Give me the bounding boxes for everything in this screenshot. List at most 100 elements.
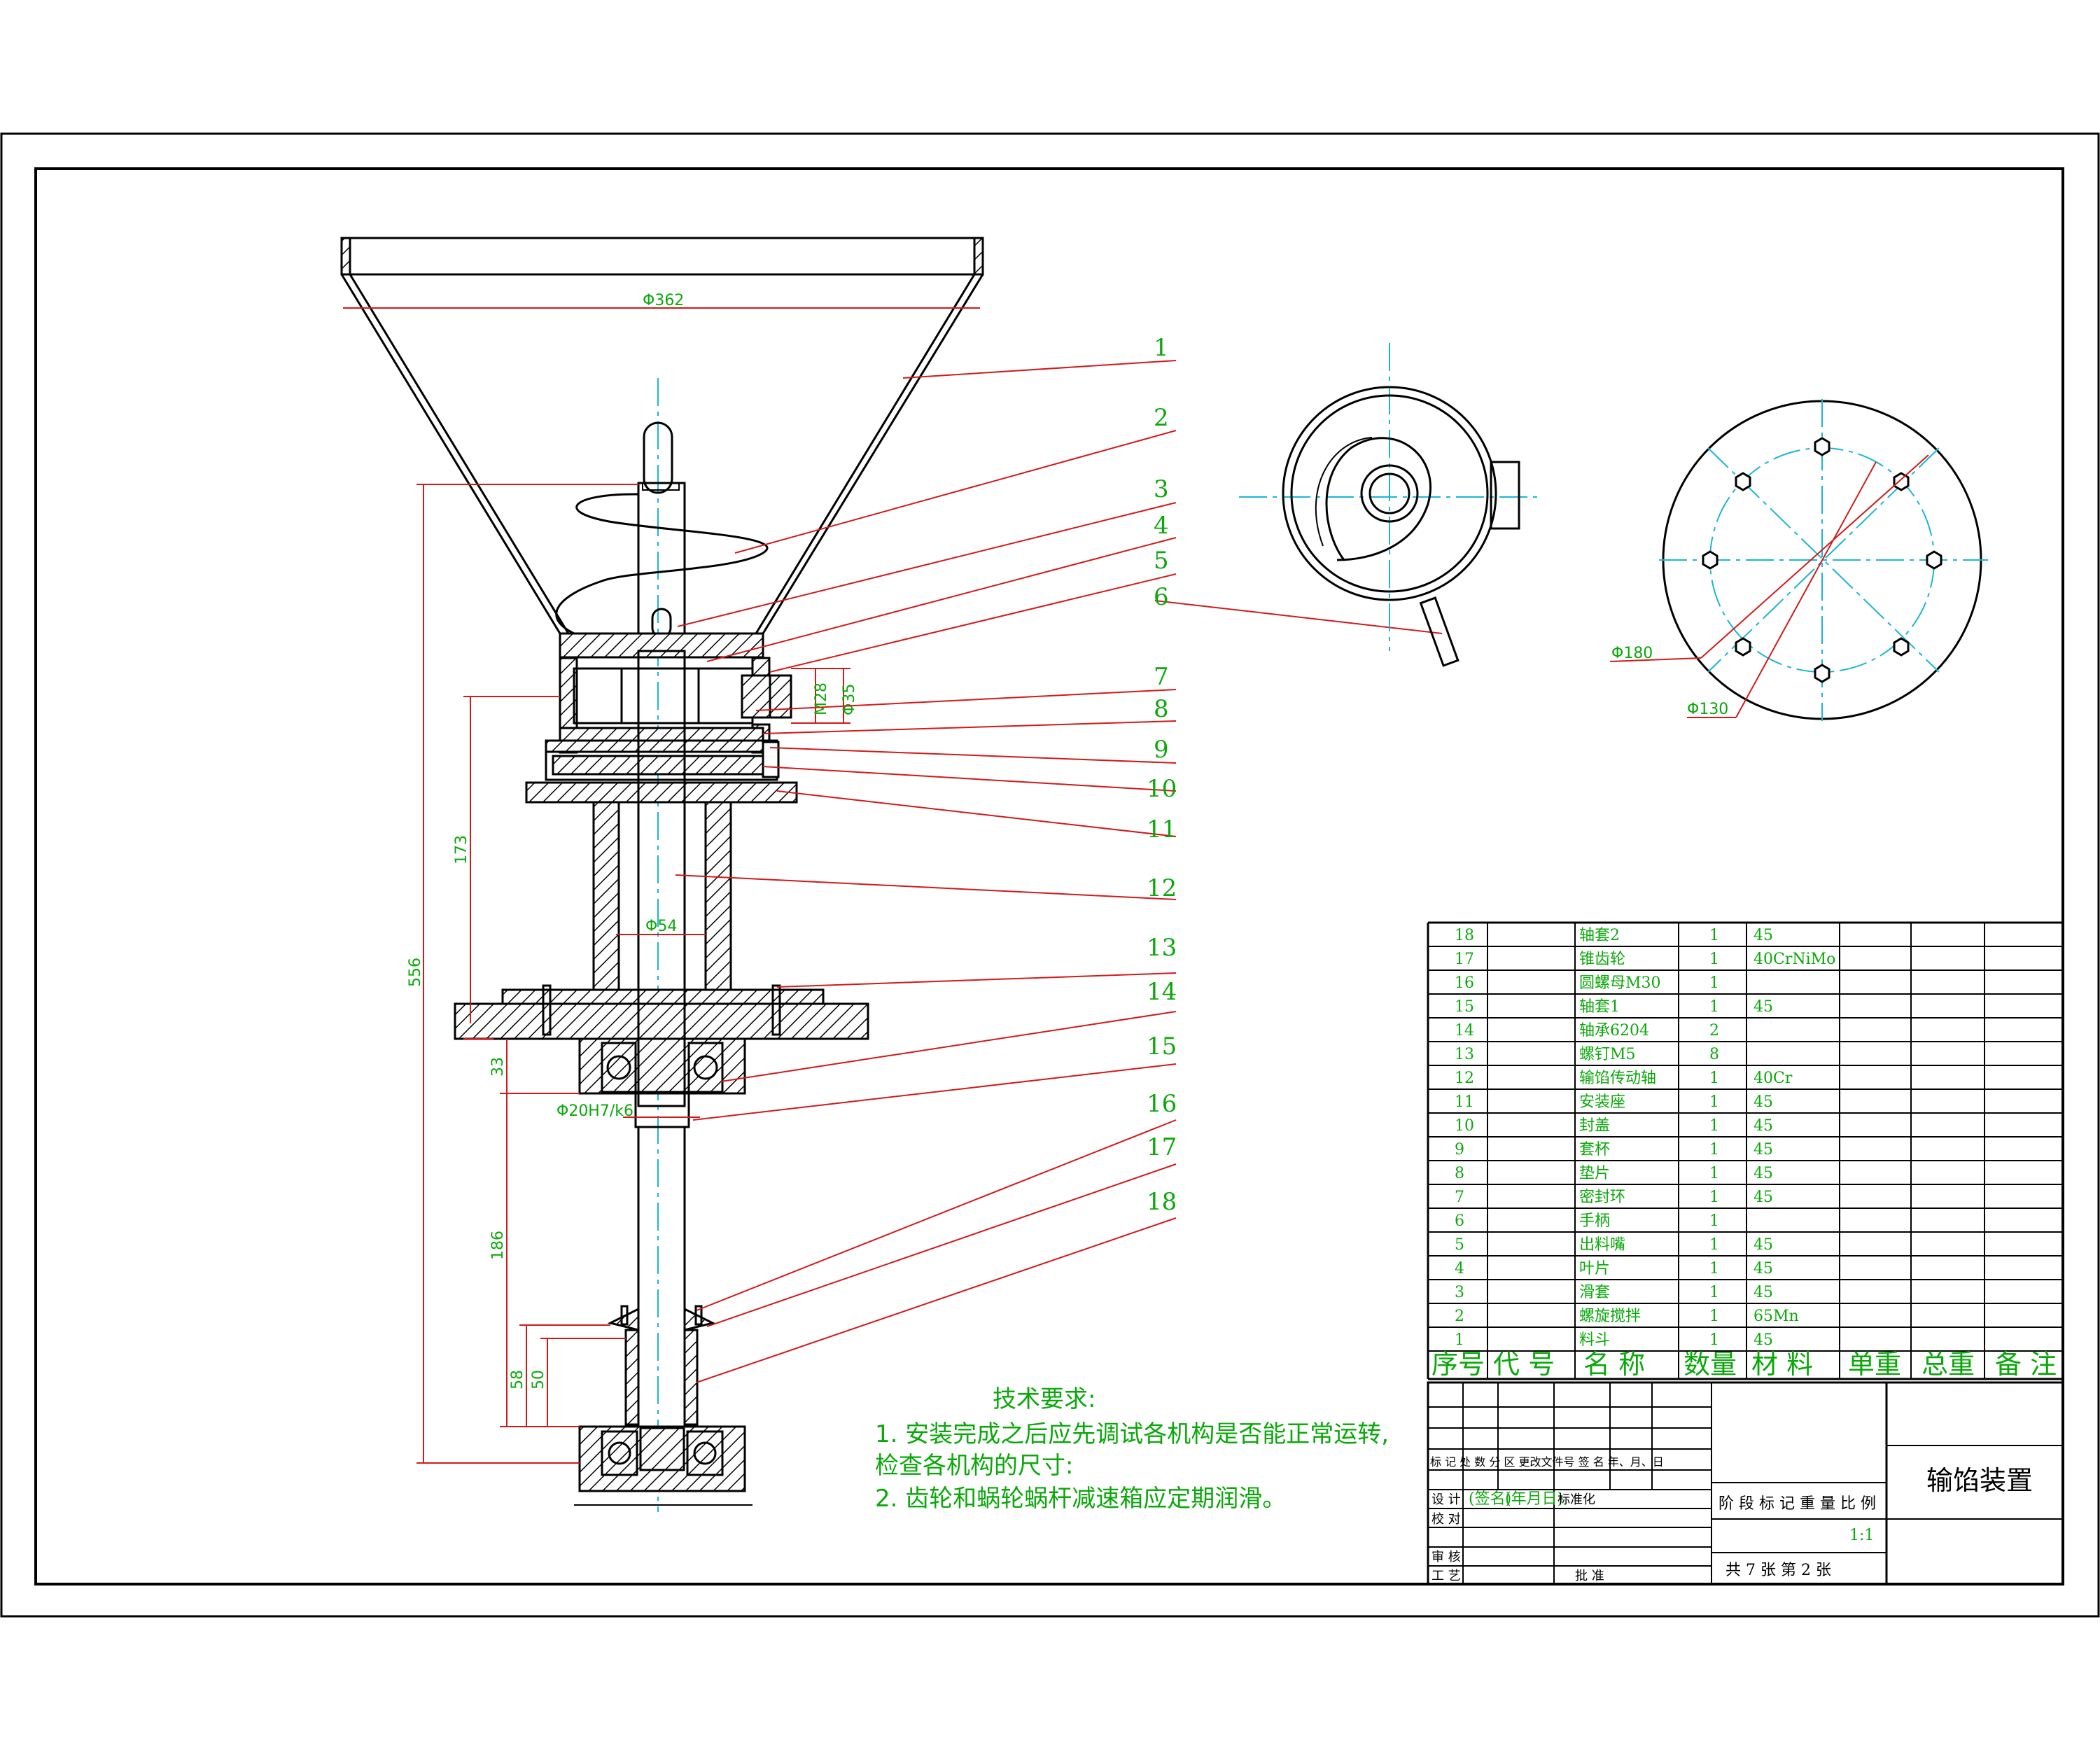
bom-row-material: 45 (1754, 1189, 1773, 1206)
notes-line1: 1. 安装完成之后应先调试各机构是否能正常运转, (875, 1420, 1389, 1448)
bom-row-qty: 1 (1709, 1212, 1719, 1230)
callout-5: 5 (1154, 547, 1169, 575)
bom-row-name: 轴套1 (1579, 998, 1620, 1016)
title-block: 输馅装置 1:1 阶 段 标 记 重 量 比 例 共 7 张 第 2 张 标 记… (1427, 1381, 2064, 1586)
callout-2: 2 (1154, 404, 1169, 432)
bom-row-material: 45 (1754, 1236, 1773, 1254)
bom-row-no: 10 (1455, 1117, 1474, 1135)
callout-9: 9 (1154, 736, 1169, 764)
bom-row-name: 料斗 (1579, 1331, 1610, 1349)
bearing-ball-right (693, 1055, 718, 1080)
callout-6: 6 (1154, 583, 1169, 611)
main-section-view: Φ362 Φ54 Φ20H7/k6 556 173 33 186 58 50 M… (340, 237, 1443, 1512)
bom-header-cell: 总重 (1921, 1349, 1975, 1380)
bom-row-name: 圆螺母M30 (1579, 974, 1661, 992)
dim-58: 58 (509, 1370, 526, 1390)
bom-row-material: 40CrNiMo (1754, 951, 1835, 968)
callout-8: 8 (1154, 695, 1169, 723)
bom-row-material: 45 (1754, 1284, 1773, 1301)
bom-header-cell: 序号 (1432, 1349, 1485, 1380)
bom-row-no: 12 (1455, 1070, 1474, 1087)
bom-header-cell: 名 称 (1583, 1349, 1645, 1380)
bom-row-qty: 1 (1709, 1284, 1719, 1301)
hopper-rim-left (340, 237, 351, 276)
check-label: 校 对 (1432, 1512, 1461, 1527)
mounting-seat (454, 781, 869, 1095)
callout-13: 13 (1147, 934, 1177, 962)
top-view (1239, 343, 1540, 667)
hopper-cone (340, 274, 984, 635)
outer-border (0, 132, 2100, 1618)
bom-row-name: 螺钉M5 (1579, 1046, 1636, 1063)
bom-row-no: 18 (1455, 927, 1474, 944)
review-label: 审 核 (1432, 1550, 1461, 1564)
std-label: 标准化 (1558, 1492, 1595, 1507)
bom-row-qty: 2 (1709, 1022, 1719, 1040)
dim-d362: Φ362 (643, 292, 684, 309)
bom-row-name: 滑套 (1579, 1284, 1610, 1301)
bom-row-no: 13 (1455, 1046, 1474, 1063)
bom-row-name: 套杯 (1579, 1141, 1610, 1158)
bom-row-qty: 1 (1709, 1236, 1719, 1254)
transmission-shaft (637, 650, 686, 1107)
bom-row-no: 17 (1455, 951, 1474, 968)
bom-row-no: 11 (1455, 1093, 1474, 1111)
bom-row-qty: 1 (1709, 1070, 1719, 1087)
bom-row-name: 封盖 (1579, 1117, 1610, 1135)
dim-d130: Φ130 (1687, 701, 1728, 718)
drawing-title: 输馅装置 (1926, 1465, 2033, 1496)
stage-header: 阶 段 标 记 重 量 比 例 (1718, 1495, 1876, 1513)
bom-row-name: 垫片 (1579, 1165, 1610, 1182)
notes-line3: 2. 齿轮和蜗轮蜗杆减速箱应定期润滑。 (875, 1485, 1286, 1513)
bom-header-cell: 数量 (1684, 1349, 1737, 1380)
bom-row-qty: 1 (1709, 1260, 1719, 1278)
bom-row-material: 45 (1754, 1165, 1773, 1182)
inner-border (34, 167, 2064, 1586)
dim-556: 556 (407, 958, 424, 987)
bom-row-no: 2 (1455, 1308, 1464, 1325)
bom-row-material: 45 (1754, 1331, 1773, 1349)
bom-row-qty: 1 (1709, 1093, 1719, 1111)
bom-row-name: 锥齿轮 (1579, 951, 1625, 968)
gear-housing (545, 632, 792, 781)
callout-16: 16 (1147, 1090, 1177, 1118)
callout-3: 3 (1154, 475, 1169, 503)
dim-173: 173 (453, 835, 470, 864)
bom-row-material: 45 (1754, 1093, 1773, 1111)
sheets-count: 共 7 张 第 2 张 (1726, 1562, 1831, 1579)
bom-row-qty: 1 (1709, 1331, 1719, 1349)
date-label: (年月日) (1505, 1490, 1563, 1508)
bom-header-cell: 材 料 (1751, 1349, 1813, 1380)
bom-row-no: 3 (1455, 1284, 1464, 1301)
callout-11: 11 (1147, 816, 1177, 844)
callout-15: 15 (1147, 1032, 1177, 1060)
callout-1: 1 (1154, 334, 1169, 362)
bom-row-name: 手柄 (1579, 1212, 1610, 1230)
bom-row-no: 6 (1455, 1212, 1464, 1230)
bom-row-qty: 1 (1709, 1141, 1719, 1158)
bom-row-qty: 1 (1709, 951, 1719, 968)
spiral-auger (555, 493, 769, 635)
callout-14: 14 (1147, 978, 1177, 1006)
process-label: 工 艺 (1432, 1569, 1461, 1583)
dimension-lines (343, 307, 980, 1464)
bom-row-name: 安装座 (1579, 1093, 1625, 1111)
bom-row-material: 45 (1754, 1260, 1773, 1278)
callout-18: 18 (1147, 1188, 1177, 1216)
bom-row-no: 15 (1455, 998, 1474, 1016)
bom-row-qty: 1 (1709, 974, 1719, 992)
callout-10: 10 (1147, 775, 1177, 803)
scale-value: 1:1 (1849, 1527, 1874, 1544)
bom-row-material: 45 (1754, 1117, 1773, 1135)
dim-33: 33 (489, 1057, 507, 1077)
callout-7: 7 (1154, 663, 1169, 691)
bom-header-cell: 代 号 (1493, 1349, 1555, 1380)
bom-row-no: 4 (1455, 1260, 1464, 1278)
bom-row-name: 轴承6204 (1579, 1022, 1649, 1040)
notes-title: 技术要求: (993, 1385, 1096, 1413)
dim-d35: Φ35 (841, 684, 858, 715)
bom-header-cell: 备 注 (1995, 1349, 2057, 1380)
bom-row-qty: 1 (1709, 927, 1719, 944)
